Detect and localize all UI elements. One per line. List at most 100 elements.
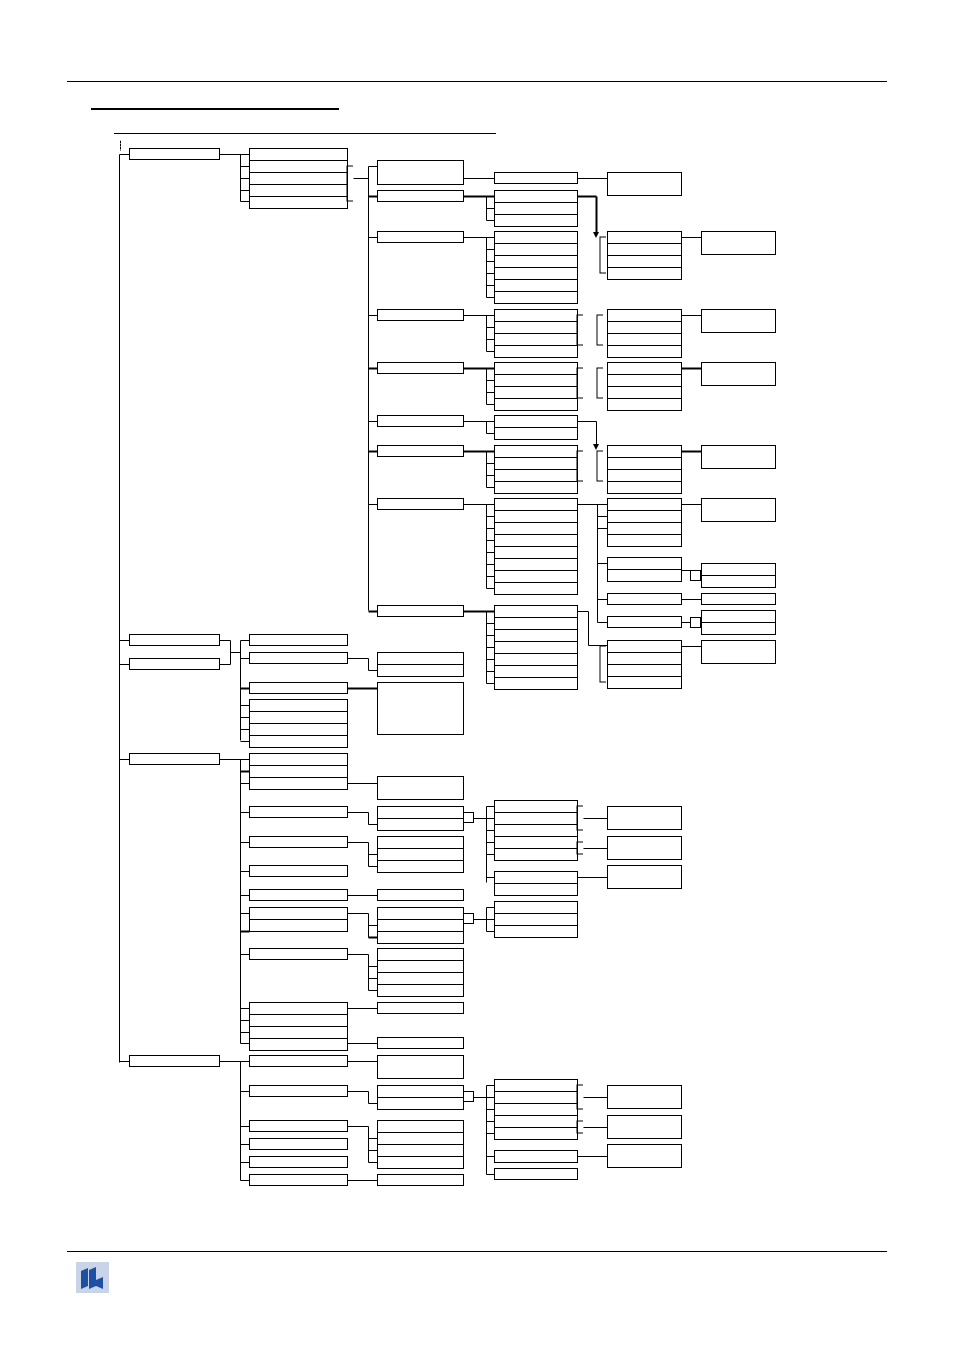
- menu-box-72: [607, 498, 682, 511]
- menu-box-95: [607, 640, 682, 653]
- subsection-underline: [114, 133, 496, 134]
- section-title-underline: [91, 108, 339, 110]
- menu-box-132: [249, 865, 348, 877]
- menu-box-104: [249, 682, 348, 694]
- menu-box-146: [377, 960, 464, 973]
- menu-box-90: [494, 629, 578, 642]
- menu-box-39: [607, 309, 682, 322]
- menu-box-142: [494, 913, 578, 926]
- bracket-connector: [576, 1084, 583, 1110]
- menu-box-117: [463, 812, 474, 823]
- menu-box-179: [377, 1174, 464, 1186]
- menu-box-171: [249, 1120, 348, 1132]
- menu-box-1: [129, 634, 220, 646]
- menu-box-30: [607, 231, 682, 244]
- menu-box-87: [701, 622, 776, 635]
- menu-box-86: [701, 610, 776, 623]
- menu-box-166: [607, 1085, 682, 1109]
- menu-box-120: [494, 824, 578, 837]
- menu-box-170: [607, 1144, 682, 1168]
- menu-box-127: [607, 865, 682, 889]
- menu-box-175: [377, 1156, 464, 1169]
- menu-box-110: [249, 753, 348, 766]
- menu-box-112: [249, 777, 348, 790]
- menu-box-152: [249, 1038, 348, 1051]
- menu-box-68: [494, 546, 578, 559]
- menu-box-14: [377, 362, 464, 374]
- menu-box-107: [249, 711, 348, 724]
- bracket-connector: [576, 450, 583, 482]
- menu-box-161: [494, 1079, 578, 1092]
- menu-box-80: [701, 563, 776, 576]
- menu-box-23: [494, 214, 578, 227]
- menu-box-55: [494, 445, 578, 458]
- menu-box-12: [377, 231, 464, 243]
- menu-box-149: [249, 1002, 348, 1015]
- menu-box-124: [607, 836, 682, 860]
- bracket-connector: [596, 450, 603, 482]
- menu-box-22: [494, 202, 578, 215]
- menu-box-125: [494, 871, 578, 884]
- menu-box-165: [494, 1127, 578, 1140]
- menu-box-51: [607, 398, 682, 411]
- menu-box-151: [249, 1026, 348, 1039]
- menu-box-138: [377, 919, 464, 932]
- menu-box-109: [249, 735, 348, 748]
- menu-box-83: [701, 593, 776, 605]
- brand-logo-icon: [76, 1262, 109, 1293]
- menu-box-174: [377, 1144, 464, 1157]
- menu-box-98: [607, 676, 682, 689]
- menu-box-78: [607, 569, 682, 582]
- menu-box-31: [607, 243, 682, 256]
- menu-box-176: [249, 1138, 348, 1150]
- menu-box-43: [701, 309, 776, 333]
- menu-box-92: [494, 653, 578, 666]
- menu-box-139: [377, 931, 464, 944]
- menu-box-133: [249, 889, 348, 901]
- menu-box-62: [607, 481, 682, 494]
- menu-box-131: [377, 860, 464, 873]
- menu-box-13: [377, 309, 464, 321]
- menu-box-24: [494, 231, 578, 244]
- menu-box-162: [494, 1091, 578, 1104]
- bracket-connector: [576, 367, 583, 399]
- menu-box-158: [377, 1085, 464, 1098]
- menu-box-17: [377, 498, 464, 510]
- menu-box-150: [249, 1014, 348, 1027]
- menu-box-116: [377, 818, 464, 831]
- menu-box-37: [494, 333, 578, 346]
- menu-box-63: [701, 445, 776, 469]
- menu-box-111: [249, 765, 348, 778]
- menu-box-47: [494, 398, 578, 411]
- menu-box-130: [377, 848, 464, 861]
- menu-box-5: [249, 148, 348, 161]
- bracket-connector: [596, 314, 603, 346]
- menu-box-100: [249, 634, 348, 646]
- menu-box-91: [494, 641, 578, 654]
- menu-box-88: [494, 605, 578, 618]
- menu-box-121: [494, 836, 578, 849]
- menu-box-129: [377, 836, 464, 849]
- menu-box-74: [607, 522, 682, 535]
- menu-box-103: [377, 664, 464, 677]
- bracket-connector: [576, 841, 583, 855]
- menu-box-163: [494, 1103, 578, 1116]
- menu-box-84: [607, 616, 682, 628]
- arrow-head-icon: [593, 444, 599, 450]
- menu-box-29: [494, 291, 578, 304]
- menu-box-85: [690, 617, 701, 628]
- menu-box-105: [377, 682, 464, 735]
- menu-box-27: [494, 267, 578, 280]
- menu-box-2: [129, 658, 220, 670]
- menu-box-45: [494, 374, 578, 387]
- menu-box-126: [494, 883, 578, 896]
- menu-box-0: [129, 148, 220, 160]
- menu-box-102: [377, 652, 464, 665]
- menu-box-141: [494, 901, 578, 914]
- menu-box-101: [249, 652, 348, 664]
- menu-box-147: [377, 972, 464, 985]
- menu-box-156: [377, 1055, 464, 1079]
- menu-box-71: [494, 582, 578, 595]
- menu-box-99: [701, 640, 776, 664]
